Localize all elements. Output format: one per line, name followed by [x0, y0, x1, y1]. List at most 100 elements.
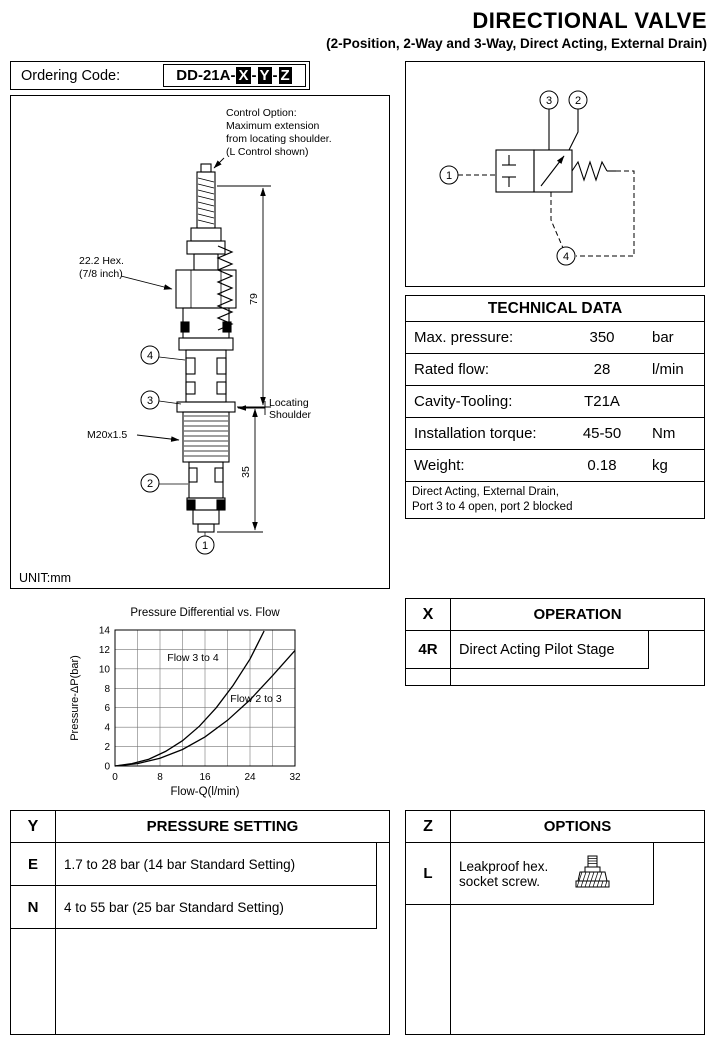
- tech-unit: kg: [652, 457, 668, 475]
- svg-text:4: 4: [104, 723, 110, 734]
- screw-icon: [575, 855, 610, 887]
- technical-data-title: TECHNICAL DATA: [406, 296, 704, 322]
- svg-text:0: 0: [112, 772, 118, 783]
- svg-text:2: 2: [104, 742, 110, 753]
- operation-filler: [406, 669, 704, 685]
- svg-text:6: 6: [104, 703, 110, 714]
- valve-body-outline: [175, 163, 237, 533]
- pressure-setting-title: PRESSURE SETTING: [146, 818, 299, 835]
- chart-title: Pressure Differential vs. Flow: [130, 607, 280, 619]
- svg-text:12: 12: [99, 645, 111, 656]
- schematic-panel: 1 2 3 4: [405, 61, 705, 287]
- tech-note-line2: Port 3 to 4 open, port 2 blocked: [412, 501, 573, 514]
- ordering-code-sep2: -: [272, 67, 278, 84]
- options-desc-line1: Leakproof hex.: [459, 858, 549, 874]
- dimension-79-label: 79: [248, 293, 260, 305]
- tech-value: 350: [589, 329, 615, 347]
- ordering-code-prefix: DD-21A-: [176, 67, 236, 84]
- control-note-line4: (L Control shown): [226, 146, 308, 158]
- pilot-drain-lines: [458, 170, 635, 257]
- pressure-setting-row-code: N: [11, 886, 56, 929]
- pressure-setting-row-desc: 4 to 55 bar (25 bar Standard Setting): [56, 886, 377, 929]
- tech-value: 0.18: [587, 457, 617, 475]
- pressure-setting-code-header: Y: [11, 811, 56, 842]
- valve-drawing-panel: 4 3 2 1 Control Option: Maximum extensio…: [10, 95, 390, 589]
- tech-note-line1: Direct Acting, External Drain,: [412, 486, 560, 499]
- options-header: Z OPTIONS: [406, 811, 704, 843]
- svg-text:14: 14: [99, 626, 111, 637]
- unit-label: UNIT:mm: [19, 571, 71, 585]
- schematic-port-4: 4: [563, 251, 569, 263]
- svg-text:24: 24: [244, 772, 256, 783]
- page-subtitle: (2-Position, 2-Way and 3-Way, Direct Act…: [326, 36, 707, 51]
- pressure-setting-row-desc: 1.7 to 28 bar (14 bar Standard Setting): [56, 843, 377, 886]
- callout-3: 3: [147, 395, 153, 407]
- pressure-setting-row-e: E 1.7 to 28 bar (14 bar Standard Setting…: [11, 843, 389, 886]
- pressure-setting-filler: [11, 929, 389, 1034]
- svg-text:8: 8: [157, 772, 163, 783]
- svg-text:Flow 3 to 4: Flow 3 to 4: [167, 652, 219, 664]
- port-callouts: 4 3 2 1: [140, 345, 215, 555]
- tech-row-weight: Weight: 0.18 kg: [406, 450, 704, 483]
- hydraulic-schematic: 1 2 3 4: [439, 90, 635, 266]
- tech-label: Max. pressure:: [414, 329, 514, 347]
- flow-chart-panel: Pressure Differential vs. Flow Pressure-…: [10, 598, 390, 798]
- callout-1: 1: [202, 540, 208, 552]
- callout-2: 2: [147, 478, 153, 490]
- locating-shoulder-label-line1: Locating: [269, 397, 309, 409]
- svg-text:8: 8: [104, 684, 110, 695]
- operation-panel: X OPERATION 4R Direct Acting Pilot Stage: [405, 598, 705, 686]
- tech-label: Installation torque:: [414, 425, 537, 443]
- tech-row-torque: Installation torque: 45-50 Nm: [406, 418, 704, 451]
- options-row-desc: Leakproof hex. socket screw.: [451, 843, 654, 905]
- leader-lines: [120, 157, 266, 536]
- tech-value: 45-50: [582, 425, 622, 443]
- options-filler: [406, 905, 704, 1034]
- spring-symbol: [571, 160, 608, 182]
- locating-shoulder-label-line2: Shoulder: [269, 409, 312, 421]
- tech-label: Rated flow:: [414, 361, 490, 379]
- hex-size-label-line1: 22.2 Hex.: [79, 255, 124, 267]
- operation-title: OPERATION: [533, 606, 622, 623]
- ordering-code-box: Ordering Code: DD-21A-X-Y-Z: [10, 61, 310, 90]
- ordering-code-value: DD-21A-X-Y-Z: [163, 64, 306, 87]
- options-title: OPTIONS: [543, 818, 612, 835]
- tech-label: Cavity-Tooling:: [414, 393, 513, 411]
- ordering-code-x: X: [236, 67, 251, 84]
- valve-envelope: [495, 109, 616, 193]
- pressure-setting-panel: Y PRESSURE SETTING E 1.7 to 28 bar (14 b…: [10, 810, 390, 1035]
- ordering-code-sep1: -: [251, 67, 257, 84]
- svg-text:10: 10: [99, 664, 111, 675]
- pressure-setting-row-code: E: [11, 843, 56, 886]
- svg-text:0: 0: [104, 762, 110, 773]
- options-row-l: L Leakproof hex. socket screw.: [406, 843, 704, 905]
- operation-row-4r: 4R Direct Acting Pilot Stage: [406, 631, 704, 669]
- tech-row-max-pressure: Max. pressure: 350 bar: [406, 322, 704, 355]
- ordering-code-label: Ordering Code:: [21, 67, 121, 84]
- options-panel: Z OPTIONS L Leakproof hex. socket screw.: [405, 810, 705, 1035]
- svg-text:16: 16: [199, 772, 211, 783]
- schematic-port-2: 2: [575, 95, 581, 107]
- operation-code-header: X: [406, 599, 451, 630]
- dimension-lines: [217, 185, 271, 533]
- thread-size-label: M20x1.5: [87, 429, 127, 441]
- ordering-code-y: Y: [257, 67, 272, 84]
- valve-technical-drawing: 4 3 2 1 Control Option: Maximum extensio…: [19, 107, 332, 585]
- tech-unit: l/min: [652, 361, 684, 379]
- control-note-line1: Control Option:: [226, 107, 297, 119]
- callout-4: 4: [147, 350, 153, 362]
- tech-value: 28: [593, 361, 611, 379]
- operation-row-desc: Direct Acting Pilot Stage: [451, 631, 649, 669]
- operation-row-code: 4R: [406, 631, 451, 669]
- options-desc-text: Leakproof hex. socket screw.: [459, 859, 548, 889]
- control-note-line3: from locating shoulder.: [226, 133, 332, 145]
- tech-value: T21A: [584, 393, 620, 411]
- page-title: DIRECTIONAL VALVE: [472, 8, 707, 33]
- operation-header: X OPERATION: [406, 599, 704, 631]
- page-header: DIRECTIONAL VALVE (2-Position, 2-Way and…: [326, 8, 707, 51]
- pressure-setting-row-n: N 4 to 55 bar (25 bar Standard Setting): [11, 886, 389, 929]
- svg-text:Flow 2 to 3: Flow 2 to 3: [230, 693, 282, 705]
- chart-xlabel: Flow-Q(l/min): [171, 786, 240, 798]
- tech-label: Weight:: [414, 457, 465, 475]
